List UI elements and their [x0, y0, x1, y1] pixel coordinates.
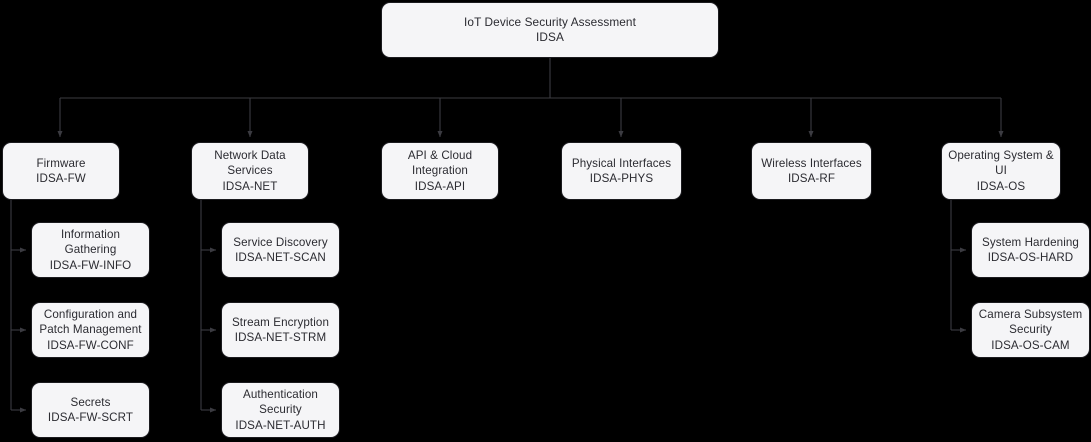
node-root-idsa[interactable]: IoT Device Security Assessment IDSA	[381, 2, 719, 58]
node-idsa-os-cam-label: Camera Subsystem Security IDSA-OS-CAM	[978, 308, 1083, 352]
node-idsa-fw-scrt-label: Secrets IDSA-FW-SCRT	[47, 395, 134, 424]
node-idsa-fw-conf[interactable]: Configuration and Patch Management IDSA-…	[31, 302, 150, 358]
node-idsa-os[interactable]: Operating System & UI IDSA-OS	[941, 142, 1061, 200]
node-idsa-phys[interactable]: Physical Interfaces IDSA-PHYS	[561, 142, 682, 200]
node-idsa-fw-label: Firmware IDSA-FW	[36, 156, 86, 185]
node-idsa-net-strm[interactable]: Stream Encryption IDSA-NET-STRM	[221, 302, 340, 358]
node-idsa-net-auth[interactable]: Authentication Security IDSA-NET-AUTH	[221, 382, 340, 438]
node-idsa-net-auth-label: Authentication Security IDSA-NET-AUTH	[235, 388, 326, 432]
node-idsa-net[interactable]: Network Data Services IDSA-NET	[191, 142, 309, 200]
node-idsa-fw-scrt[interactable]: Secrets IDSA-FW-SCRT	[31, 382, 150, 438]
node-idsa-rf-label: Wireless Interfaces IDSA-RF	[761, 156, 862, 185]
node-idsa-os-hard-label: System Hardening IDSA-OS-HARD	[982, 235, 1079, 264]
node-idsa-api-label: API & Cloud Integration IDSA-API	[407, 149, 473, 193]
node-idsa-phys-label: Physical Interfaces IDSA-PHYS	[571, 156, 672, 185]
node-idsa-net-label: Network Data Services IDSA-NET	[214, 149, 286, 193]
node-idsa-net-scan-label: Service Discovery IDSA-NET-SCAN	[233, 235, 328, 264]
node-idsa-api[interactable]: API & Cloud Integration IDSA-API	[381, 142, 499, 200]
node-idsa-rf[interactable]: Wireless Interfaces IDSA-RF	[751, 142, 872, 200]
node-idsa-fw[interactable]: Firmware IDSA-FW	[2, 142, 120, 200]
node-idsa-net-scan[interactable]: Service Discovery IDSA-NET-SCAN	[221, 222, 340, 278]
node-idsa-fw-info-label: Information Gathering IDSA-FW-INFO	[49, 228, 132, 272]
node-idsa-net-strm-label: Stream Encryption IDSA-NET-STRM	[231, 315, 330, 344]
node-idsa-os-label: Operating System & UI IDSA-OS	[948, 149, 1054, 193]
node-idsa-fw-info[interactable]: Information Gathering IDSA-FW-INFO	[31, 222, 150, 278]
node-root-idsa-label: IoT Device Security Assessment IDSA	[464, 14, 636, 44]
node-idsa-os-hard[interactable]: System Hardening IDSA-OS-HARD	[971, 222, 1090, 278]
node-idsa-fw-conf-label: Configuration and Patch Management IDSA-…	[39, 308, 142, 352]
node-idsa-os-cam[interactable]: Camera Subsystem Security IDSA-OS-CAM	[971, 302, 1090, 358]
